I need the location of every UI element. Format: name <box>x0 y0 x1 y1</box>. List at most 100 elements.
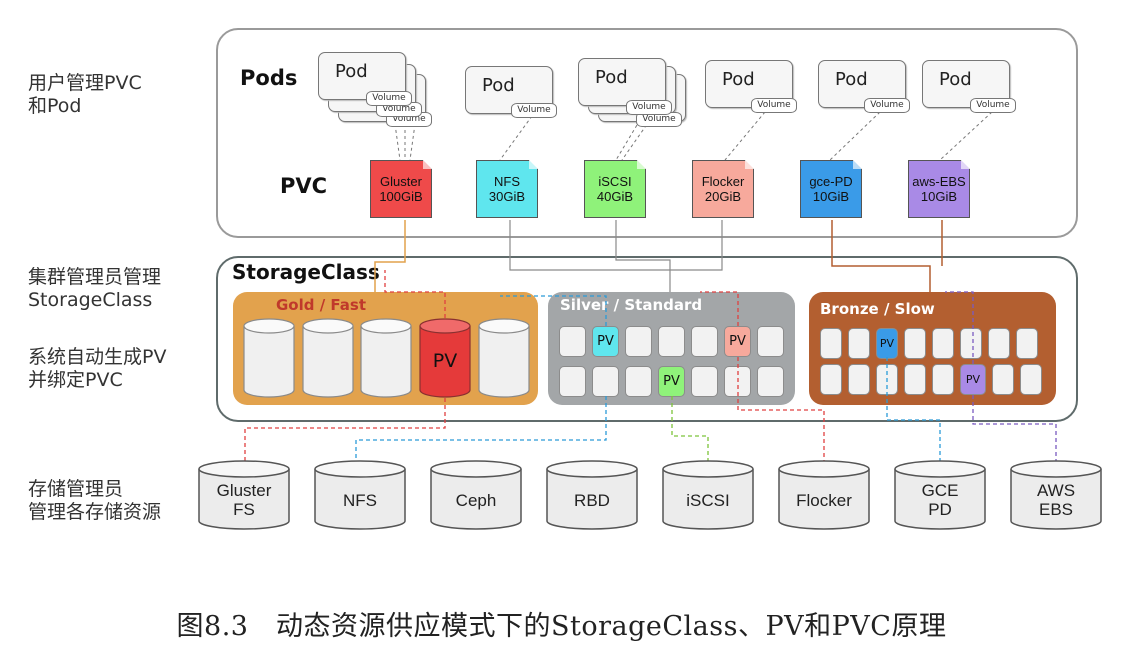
pvc-name: gce-PD <box>809 174 853 189</box>
gold-disk-5 <box>478 318 530 398</box>
storage-disk-icon <box>314 460 406 530</box>
gold-disk-1 <box>243 318 295 398</box>
page-corner-icon <box>853 160 862 169</box>
volume-6: Volume <box>970 98 1016 113</box>
label-admin-line2: StorageClass <box>28 289 153 311</box>
pvc-size: 30GiB <box>488 189 526 204</box>
pods-title: Pods <box>240 66 298 90</box>
tier-bronze-title: Bronze / Slow <box>820 300 935 318</box>
pvc-name: iSCSI <box>598 174 632 189</box>
pvc-size: 10GiB <box>812 189 850 204</box>
volume-2: Volume <box>511 103 557 118</box>
page-corner-icon <box>637 160 646 169</box>
bronze-cell <box>992 364 1014 395</box>
silver-pv-iscsi: PV <box>658 366 685 397</box>
storage-nfs: NFS <box>343 491 377 510</box>
silver-cell <box>757 326 784 357</box>
label-storage-line2: 管理各存储资源 <box>28 501 162 523</box>
storage-rbd: RBD <box>574 491 610 510</box>
pod-card-5: Pod <box>818 60 906 108</box>
pod-label: Pod <box>835 69 868 90</box>
storage-disk-icon <box>198 460 290 530</box>
volume-4: Volume <box>751 98 797 113</box>
store-line1: Gluster <box>216 481 272 500</box>
label-admin-line1: 集群管理员管理 <box>28 266 162 288</box>
bronze-cell <box>1016 328 1038 359</box>
label-user-manage: 用户管理PVC 和Pod <box>28 72 142 118</box>
bronze-cell <box>820 364 842 395</box>
page-corner-icon <box>529 160 538 169</box>
silver-cell <box>658 326 685 357</box>
pvc-size: 100GiB <box>379 189 423 204</box>
storage-iscsi: iSCSI <box>686 491 730 510</box>
bronze-cell <box>1020 364 1042 395</box>
storage-disk-icon <box>430 460 522 530</box>
storage-ceph: Ceph <box>455 491 497 510</box>
label-auto-pv: 系统自动生成PV 并绑定PVC <box>28 346 166 392</box>
storage-disk-icon <box>1010 460 1102 530</box>
silver-cell <box>757 366 784 397</box>
store-line2: FS <box>233 500 255 519</box>
pvc-size: 20GiB <box>704 189 742 204</box>
gold-pv-disk <box>419 318 471 398</box>
pod-label: Pod <box>482 75 515 96</box>
label-storage-line1: 存储管理员 <box>28 478 124 500</box>
pvc-title: PVC <box>280 174 328 198</box>
pvc-name: Gluster <box>380 174 422 189</box>
label-auto-line2: 并绑定PVC <box>28 369 123 391</box>
store-line1: GCE <box>921 481 959 500</box>
storage-disk-icon <box>778 460 870 530</box>
figure-caption: 图8.3 动态资源供应模式下的StorageClass、PV和PVC原理 <box>176 611 947 642</box>
pvc-nfs: NFS 30GiB <box>476 160 538 218</box>
bronze-cell <box>904 328 926 359</box>
label-user-line2: 和Pod <box>28 95 82 117</box>
storage-flocker: Flocker <box>796 491 852 510</box>
silver-pv-flocker: PV <box>724 326 751 357</box>
pvc-size: 10GiB <box>920 189 958 204</box>
page-corner-icon <box>423 160 432 169</box>
pod-label: Pod <box>722 69 755 90</box>
pvc-flocker: Flocker 20GiB <box>692 160 754 218</box>
pvc-name: aws-EBS <box>912 174 966 189</box>
bronze-cell <box>904 364 926 395</box>
silver-cell <box>625 326 652 357</box>
pvc-gce-pd: gce-PD 10GiB <box>800 160 862 218</box>
pod-card-4: Pod <box>705 60 793 108</box>
page-corner-icon <box>961 160 970 169</box>
pvc-gluster: Gluster 100GiB <box>370 160 432 218</box>
bronze-cell <box>988 328 1010 359</box>
tier-silver-title: Silver / Standard <box>560 296 703 314</box>
volume-3: Volume <box>626 100 672 115</box>
storage-disk-icon <box>894 460 986 530</box>
bronze-cell <box>960 328 982 359</box>
gold-pv-label: PV <box>432 350 458 372</box>
label-auto-line1: 系统自动生成PV <box>28 346 167 368</box>
pod-card-3: Pod <box>578 58 666 106</box>
pvc-size: 40GiB <box>596 189 634 204</box>
storage-disk-icon <box>662 460 754 530</box>
bronze-cell <box>848 328 870 359</box>
pod-label: Pod <box>939 69 972 90</box>
pvc-name: NFS <box>494 174 520 189</box>
pvc-name: Flocker <box>701 174 745 189</box>
volume-1: Volume <box>366 91 412 106</box>
bronze-pv-aws: PV <box>960 364 986 395</box>
gold-disk-2 <box>302 318 354 398</box>
page-corner-icon <box>745 160 754 169</box>
tier-gold-title: Gold / Fast <box>276 296 367 314</box>
bronze-cell <box>848 364 870 395</box>
silver-cell <box>625 366 652 397</box>
store-line1: AWS <box>1036 481 1076 500</box>
storage-disk-icon <box>546 460 638 530</box>
pod-label: Pod <box>595 67 628 88</box>
label-storage-admin: 存储管理员 管理各存储资源 <box>28 478 161 524</box>
bronze-cell <box>820 328 842 359</box>
volume-5: Volume <box>864 98 910 113</box>
gold-disk-3 <box>360 318 412 398</box>
pod-label: Pod <box>335 61 368 82</box>
label-admin-manage: 集群管理员管理 StorageClass <box>28 266 161 312</box>
